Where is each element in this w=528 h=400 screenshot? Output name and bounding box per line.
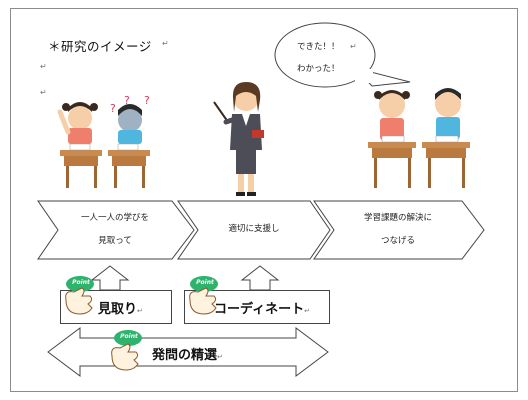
svg-text:?: ? [110, 102, 116, 115]
flow-step-2-shape [177, 200, 331, 260]
speech-line-1: できた！！ [297, 42, 340, 52]
section-title: ＊研究のイメージ [48, 39, 152, 54]
point-hand-icon [189, 276, 218, 315]
point-hand-icon [65, 276, 94, 315]
point-label-hatsumon: 発問の精選↵ [152, 348, 223, 363]
svg-text:?: ? [124, 94, 130, 107]
flow-step-3-line-1: 学習課題の解決に [363, 213, 432, 223]
point-badge-label: Point [72, 279, 90, 286]
flow-step-1-line-1: 一人一人の学びを [80, 213, 149, 223]
document-frame [10, 8, 518, 392]
flow-step-1-line-2: 見取って [98, 236, 132, 246]
point-badge-label: Point [120, 333, 138, 340]
paragraph-mark: ↵ [40, 62, 47, 71]
point-hand-icon [111, 330, 142, 371]
flow-step-2-line-1: 適切に支援し [228, 224, 280, 234]
speech-line-2: わかった！ [297, 64, 340, 74]
paragraph-mark: ↵ [350, 42, 357, 51]
paragraph-mark: ↵ [40, 88, 47, 97]
flow-step-1-shape [37, 200, 195, 260]
point-label-coordinate: コーディネート↵ [214, 302, 310, 317]
point-badge-label: Point [196, 279, 214, 286]
paragraph-mark: ↵ [162, 39, 169, 48]
point-label-mitori: 見取り↵ [98, 302, 143, 317]
flow-step-3-shape [313, 200, 485, 260]
svg-text:?: ? [144, 94, 150, 107]
flow-step-3-line-2: つなげる [380, 236, 415, 246]
